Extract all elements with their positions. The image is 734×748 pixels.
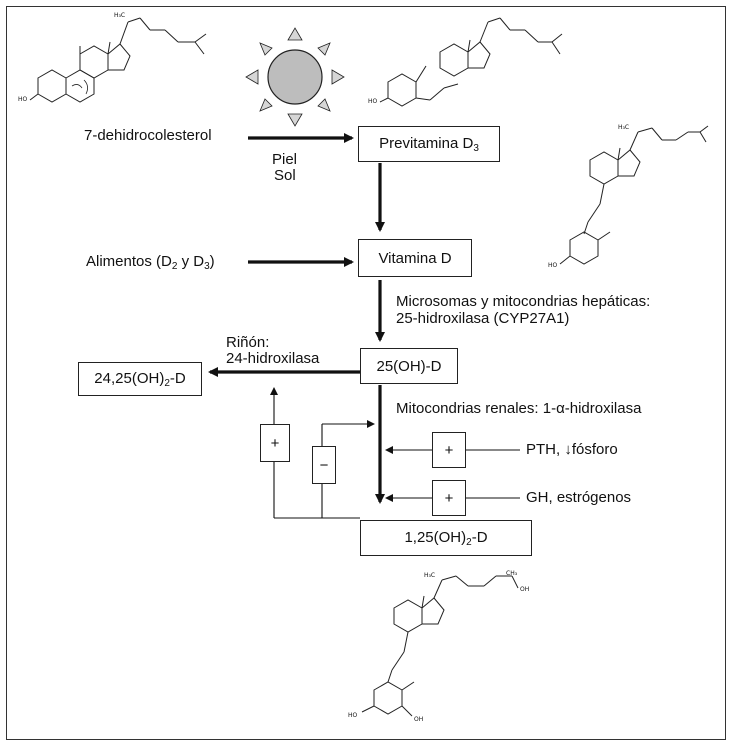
previtamin-d3-structure-icon bbox=[379, 17, 563, 107]
plus-sign-box: + bbox=[432, 480, 466, 516]
oh-label: OH bbox=[520, 586, 530, 593]
dehydrocholesterol-label: 7-dehidrocolesterol bbox=[84, 127, 212, 144]
ho-label: HO bbox=[18, 96, 28, 103]
calcitriol-box: 1,25(OH)2-D bbox=[360, 520, 532, 556]
oh-label: OH bbox=[414, 716, 424, 723]
kidney-label-line1: Riñón: bbox=[226, 334, 270, 351]
minus-sign-box: − bbox=[312, 446, 336, 484]
h3c-label: H₃C bbox=[618, 124, 630, 131]
sun-icon bbox=[245, 27, 345, 127]
liver-enzyme-line2: 25-hidroxilasa (CYP27A1) bbox=[396, 310, 570, 327]
24-25-oh2-d-box: 24,25(OH)2-D bbox=[78, 362, 202, 396]
renal-enzyme-label: Mitocondrias renales: 1-α-hidroxilasa bbox=[396, 400, 642, 417]
plus-sign-box: + bbox=[432, 432, 466, 468]
plus-sign-box: + bbox=[260, 424, 290, 462]
vitamin-d-box: Vitamina D bbox=[358, 239, 472, 277]
pth-label: PTH, ↓fósforo bbox=[526, 441, 618, 458]
calcitriol-structure-icon bbox=[361, 575, 519, 717]
h3c-label: H₃C bbox=[114, 12, 126, 19]
figure-frame bbox=[6, 6, 726, 740]
kidney-label-line2: 24-hidroxilasa bbox=[226, 350, 320, 367]
pathway-arrows bbox=[208, 133, 385, 504]
regulation-lines bbox=[270, 387, 520, 519]
skin-label: Piel bbox=[272, 151, 298, 168]
25-oh-d-box: 25(OH)-D bbox=[360, 348, 458, 384]
7-dehydrocholesterol-structure-icon bbox=[29, 17, 207, 103]
liver-enzyme-line1: Microsomas y mitocondrias hepáticas: bbox=[396, 293, 651, 310]
previtamin-d3-text: Previtamina D3 bbox=[379, 134, 479, 154]
previtamin-d3-box: Previtamina D3 bbox=[358, 126, 500, 162]
ho-label: HO bbox=[348, 712, 358, 719]
food-label: Alimentos (D2 y D3) bbox=[86, 253, 215, 272]
ch3-label: CH₃ bbox=[506, 570, 518, 577]
sun-label: Sol bbox=[274, 167, 296, 184]
ho-label: HO bbox=[548, 262, 558, 269]
vitamin-d-structure-icon bbox=[559, 125, 709, 265]
h3c-label: H₃C bbox=[424, 572, 436, 579]
gh-label: GH, estrógenos bbox=[526, 489, 632, 506]
ho-label: HO bbox=[368, 98, 378, 105]
